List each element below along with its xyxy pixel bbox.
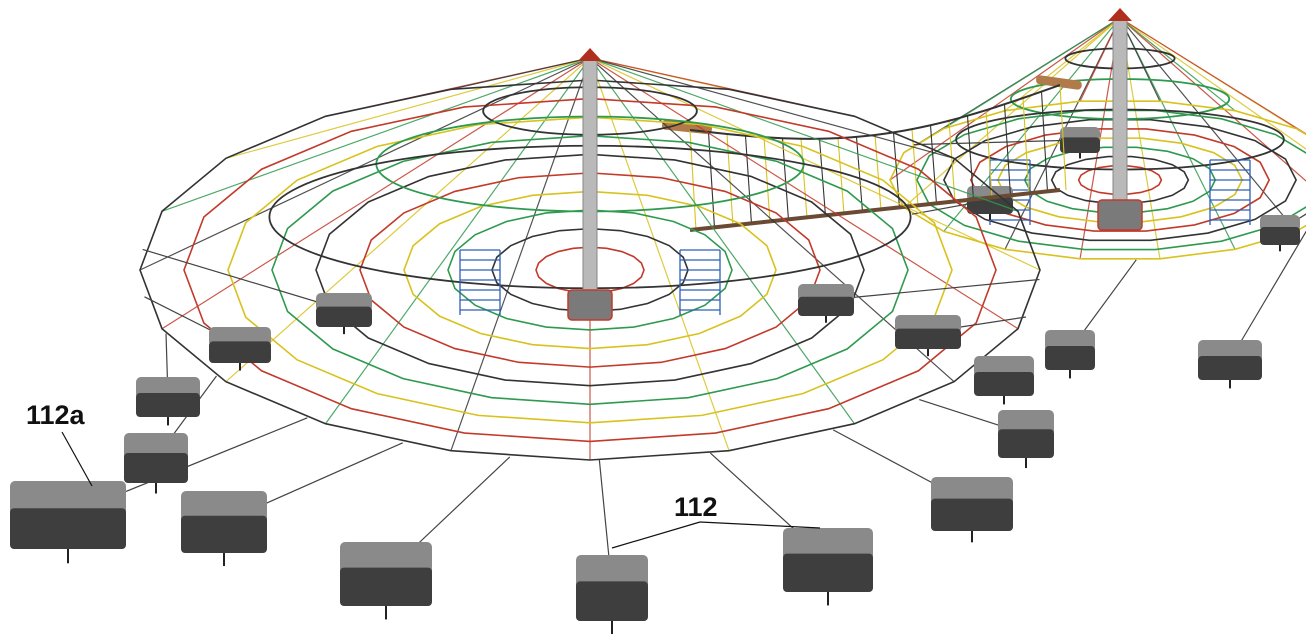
net-rope <box>589 57 730 451</box>
leader-line-112 <box>611 521 701 549</box>
mast <box>1112 17 1128 206</box>
bridge-net-rope <box>818 138 827 217</box>
callout-leader-lines <box>61 431 821 549</box>
net-rope <box>1119 17 1297 232</box>
net-rope <box>225 57 591 383</box>
net-rope <box>889 17 1121 181</box>
net-rope <box>1119 17 1306 150</box>
anchor-block <box>1260 215 1300 252</box>
bridge-net-rope <box>763 137 771 223</box>
net-ring <box>535 246 645 294</box>
bridge-net-rope <box>929 125 938 205</box>
leader-line-112 <box>699 521 821 529</box>
anchor-block <box>798 284 854 323</box>
net-ring <box>139 79 1041 461</box>
anchor-block <box>895 315 961 357</box>
bridge-net-rope <box>1003 104 1012 197</box>
anchor-block <box>136 377 200 426</box>
net-rope <box>225 57 591 159</box>
net-rope <box>589 57 1041 271</box>
net-rope <box>943 17 1121 130</box>
tether-rope <box>142 248 345 311</box>
net-ring <box>889 100 1306 260</box>
anchor-block <box>1060 127 1100 159</box>
net-ring <box>1077 165 1163 195</box>
anchor-block <box>783 528 873 606</box>
bridge-net-rope <box>1040 91 1049 193</box>
net-rope <box>589 57 855 425</box>
net-rope <box>1119 17 1236 112</box>
net-ring <box>1050 155 1190 205</box>
anchor-block <box>576 555 648 634</box>
bridge-net-rope <box>689 129 697 231</box>
bridge-net-rope <box>874 134 882 211</box>
net-rope <box>589 57 955 159</box>
net-ring <box>916 109 1306 251</box>
left-net-structure <box>10 48 1054 634</box>
bridge-net-rope <box>892 132 901 209</box>
callout-label-112: 112 <box>674 492 718 522</box>
anchor-block <box>124 433 188 494</box>
anchor-block <box>974 356 1034 405</box>
net-rope <box>161 57 591 212</box>
bridge-deck <box>689 188 1061 232</box>
mast-cap <box>1108 8 1132 21</box>
right-net-structure <box>889 8 1306 389</box>
net-ring <box>403 190 777 350</box>
bridge-net-rope <box>855 136 864 213</box>
rope-bridge <box>662 75 1082 232</box>
net-rope <box>161 57 591 330</box>
net-ring <box>227 116 953 424</box>
net-rope <box>1004 17 1121 112</box>
callout-label-112a: 112a <box>26 400 85 430</box>
anchor-block <box>340 542 432 620</box>
net-rope <box>325 57 591 425</box>
bridge-net-rope <box>726 133 734 227</box>
leader-line-112a <box>61 431 93 487</box>
bridge-hand-rope <box>689 84 1061 140</box>
tether-rope <box>825 278 1040 301</box>
anchor-block <box>316 293 372 335</box>
net-ring <box>969 128 1271 232</box>
mast <box>582 57 598 296</box>
net-rope <box>903 17 1121 208</box>
net-ring <box>447 209 733 331</box>
mast-cap <box>578 48 602 61</box>
mast-base-block <box>1097 199 1143 231</box>
net-rope <box>450 57 591 451</box>
bridge-net-rope <box>966 115 975 201</box>
net-rope <box>450 57 591 90</box>
bridge-net-rope <box>800 138 808 219</box>
mast-base-block <box>567 289 613 321</box>
anchor-block <box>181 491 267 567</box>
tether-rope <box>913 139 1081 146</box>
bridge-net-rope <box>1059 84 1067 191</box>
anchor-block <box>931 477 1013 543</box>
net-rope <box>589 57 955 383</box>
anchor-block <box>1045 330 1095 379</box>
tether-rope <box>1229 230 1306 361</box>
net-rope <box>589 57 1019 212</box>
net-ring <box>183 97 997 443</box>
bridge-net-rope <box>985 110 993 199</box>
net-rope <box>139 57 591 271</box>
anchor-block <box>1198 340 1262 389</box>
bridge-anchor-beam <box>1036 75 1082 90</box>
anchor-block <box>998 410 1054 469</box>
bridge-net-rope <box>744 135 753 225</box>
anchor-block <box>10 481 126 564</box>
net-rope <box>1119 17 1306 182</box>
net-ring <box>315 153 865 387</box>
net-ring <box>942 118 1298 242</box>
net-ring <box>359 172 821 368</box>
anchor-block <box>209 327 271 371</box>
bridge-net-rope <box>1022 97 1030 195</box>
bridge-net-rope <box>781 138 790 221</box>
